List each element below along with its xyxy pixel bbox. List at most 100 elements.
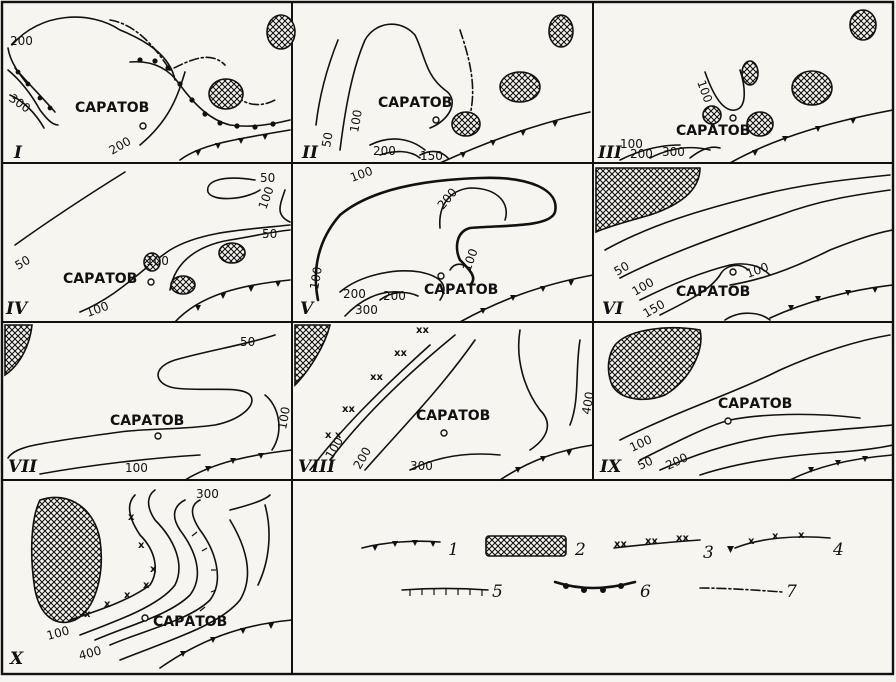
boundary-1 <box>499 444 594 481</box>
isoline-200 <box>364 339 476 471</box>
svg-text:100: 100 <box>620 137 643 151</box>
svg-text:200: 200 <box>343 287 366 301</box>
svg-text:x: x <box>104 599 111 610</box>
hatched-area <box>208 78 244 110</box>
boundary-1 <box>174 279 291 323</box>
panel-IX: САРАТОВ 100 50 200 IX <box>599 327 894 481</box>
panel-number: X <box>9 649 24 669</box>
svg-text:200: 200 <box>630 147 653 161</box>
panel-number: IV <box>5 299 29 319</box>
svg-text:x: x <box>138 540 145 551</box>
hatched-area <box>451 111 481 137</box>
hatched-area <box>170 275 196 295</box>
city-label: САРАТОВ <box>676 284 750 300</box>
panel-IV: САРАТОВ 50 100 50 50 100 100 IV <box>5 171 291 323</box>
panel-number: VI <box>602 299 624 319</box>
svg-text:xx: xx <box>370 372 383 383</box>
hatched-area <box>746 111 774 137</box>
isoline-100 <box>39 454 201 475</box>
boundary-1 <box>729 109 894 164</box>
boundary-1 <box>184 449 293 481</box>
svg-text:200: 200 <box>663 450 690 472</box>
isoline-200-top <box>11 16 176 81</box>
svg-text:100: 100 <box>348 164 374 185</box>
hatched-area <box>548 14 574 48</box>
svg-text:x x: x x <box>325 430 342 441</box>
svg-text:200: 200 <box>373 144 396 158</box>
isoline-100 <box>339 23 453 151</box>
saratov-marker <box>147 278 155 286</box>
svg-text:50: 50 <box>319 131 335 148</box>
svg-text:6: 6 <box>640 582 651 602</box>
city-label: САРАТОВ <box>718 396 792 412</box>
svg-text:200: 200 <box>435 185 460 212</box>
isoline-100 <box>639 263 771 301</box>
panel-VI: САРАТОВ 50 100 150 100 VI <box>595 167 894 321</box>
svg-text:100: 100 <box>45 623 71 642</box>
saratov-marker <box>437 272 445 280</box>
hatched-area <box>294 324 332 387</box>
svg-text:100: 100 <box>694 78 715 104</box>
saratov-marker <box>154 432 162 440</box>
city-label: САРАТОВ <box>75 100 149 116</box>
saratov-marker <box>432 116 440 124</box>
svg-text:x: x <box>143 580 150 591</box>
svg-text:50: 50 <box>635 454 655 473</box>
svg-text:50: 50 <box>260 171 275 185</box>
boundary-1 <box>769 284 894 319</box>
hatched-area <box>702 105 722 125</box>
isoline-100 <box>79 224 291 313</box>
isoline-100-loop <box>704 69 746 111</box>
boundary-1 <box>439 111 591 164</box>
svg-text:100: 100 <box>627 432 654 454</box>
svg-text:50: 50 <box>262 227 277 241</box>
svg-text:x: x <box>798 530 805 541</box>
isoline-50-loop <box>207 177 261 200</box>
panel-number: VIII <box>298 457 336 477</box>
city-label: САРАТОВ <box>676 123 750 139</box>
svg-text:150: 150 <box>641 297 668 321</box>
boundary-1 <box>179 129 291 161</box>
hatched-area <box>218 242 246 264</box>
isoline-50 <box>14 171 126 246</box>
saratov-marker <box>440 429 448 437</box>
isoline-50 <box>315 39 339 126</box>
svg-text:5: 5 <box>492 582 503 602</box>
isoline-300 <box>7 69 59 126</box>
svg-text:100: 100 <box>347 109 365 134</box>
panel-VII: САРАТОВ 50 100 100 VII <box>4 324 293 481</box>
hatched-area <box>4 324 33 377</box>
isoline-400 <box>569 339 581 426</box>
isoline-50 <box>659 424 894 471</box>
svg-text:100: 100 <box>125 461 148 475</box>
legend-item-7: 7 <box>699 582 797 602</box>
hatched-area <box>266 14 296 50</box>
panel-number: II <box>301 143 319 163</box>
boundary-1 <box>459 274 594 323</box>
svg-text:x: x <box>84 609 91 620</box>
legend-item-5: 5 <box>401 582 503 602</box>
isoline-200 <box>699 444 894 476</box>
svg-text:100: 100 <box>256 185 277 211</box>
svg-text:x: x <box>128 512 135 523</box>
svg-text:3: 3 <box>703 543 714 563</box>
hatched-area <box>499 71 541 103</box>
city-label: САРАТОВ <box>416 408 490 424</box>
panel-number: I <box>13 143 23 163</box>
svg-text:xx: xx <box>394 348 407 359</box>
panel-number: IX <box>599 457 622 477</box>
svg-text:200: 200 <box>107 134 134 158</box>
panel-number: V <box>300 299 315 319</box>
panel-number: III <box>597 143 623 163</box>
hatched-area <box>30 496 103 624</box>
boundary-1 <box>159 619 293 669</box>
svg-text:x: x <box>124 590 131 601</box>
saratov-marker <box>141 614 149 622</box>
